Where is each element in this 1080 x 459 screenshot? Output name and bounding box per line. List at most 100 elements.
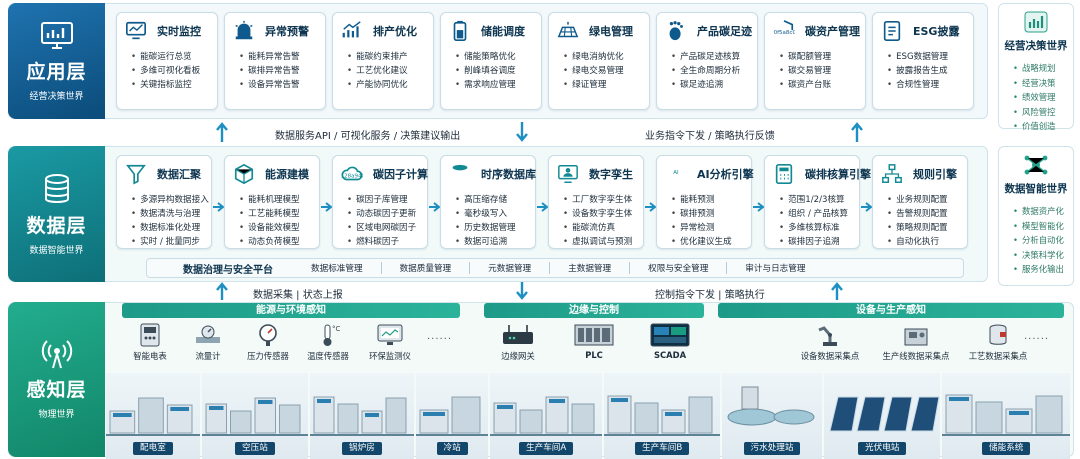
card-item: 区域电网碳因子	[347, 221, 427, 235]
app-side-title: 经营决策世界	[1004, 40, 1068, 52]
plc-icon	[574, 324, 614, 346]
card-list: 能耗预测碳排预测异常检测优化建议生成	[671, 193, 751, 249]
card-item: 碳因子库管理	[347, 193, 427, 207]
app-side-list: 战略规划 经营决策 绩效管理 风险管控 价值创造	[1013, 61, 1073, 134]
card-title: 数据汇聚	[157, 168, 201, 181]
device-label: SCADA	[653, 350, 687, 360]
card-list: ESG数据管理披露报告生成合规性管理	[887, 50, 973, 92]
flow-arrow-icon	[213, 197, 225, 216]
card-item: 工厂数字孪生体	[563, 193, 643, 207]
card-item: 动态负荷模型	[239, 235, 319, 249]
card-item: 碳交易管理	[779, 64, 865, 78]
card-header: 时序数据库	[441, 161, 536, 187]
calculator-icon	[773, 163, 797, 185]
card-list: 范围1/2/3核算组织 / 产品核算多维核算标准碳排因子追溯	[779, 193, 859, 249]
card-list: 工厂数字孪生体设备数字孪生体能碳流仿真虚拟调试与预测	[563, 193, 643, 249]
card-item: 工艺能耗模型	[239, 207, 319, 221]
card-item: 披露报告生成	[887, 64, 973, 78]
card-item: 业务规则配置	[887, 193, 967, 207]
app-card: 排产优化能碳约束排产工艺优化建议产能协同优化	[332, 12, 434, 110]
card-list: 碳因子库管理动态碳因子更新区域电网碳因子燃料碳因子	[347, 193, 427, 249]
data-card: 能源建模能耗机理模型工艺能耗模型设备能效模型动态负荷模型	[224, 155, 320, 249]
app-card: 产品碳足迹产品碳足迹核算全生命周期分析碳足迹追溯	[656, 12, 758, 110]
card-item: 高压缩存储	[455, 193, 535, 207]
plant-building-icon	[824, 396, 940, 445]
device-label: 设备数据采集点	[800, 351, 860, 361]
card-item: 关键指标监控	[131, 78, 217, 92]
scada-device: SCADA	[640, 323, 700, 360]
card-item: 数据清洗与治理	[131, 207, 211, 221]
app-card: 实时监控能碳运行总览多维可视化看板关键指标监控	[116, 12, 218, 110]
bar-chart-icon	[1024, 11, 1048, 33]
card-header: 产品碳足迹	[657, 18, 757, 44]
data-card: 时序数据库高压缩存储毫秒级写入历史数据管理数据可追溯	[440, 155, 536, 249]
card-item: 告警规则配置	[887, 207, 967, 221]
card-item: 设备异常告警	[239, 78, 325, 92]
plant-label: 储能系统	[982, 442, 1031, 455]
process-data-point: 工艺数据采集点	[962, 323, 1034, 362]
data-card: AIAI分析引擎能耗预测碳排预测异常检测优化建议生成	[656, 155, 754, 249]
upward-arrow	[216, 122, 228, 142]
more-indicator: ······	[1024, 334, 1050, 345]
plant-building-icon	[490, 396, 602, 445]
svg-text:#0f5a8cO₂: #0f5a8cO₂	[773, 30, 795, 36]
svg-text:°C: °C	[332, 325, 340, 333]
card-item: 实时 / 批量同步	[131, 235, 211, 249]
footprint-icon	[665, 20, 689, 42]
tank-icon	[989, 324, 1007, 345]
data-side-title: 数据智能世界	[1004, 183, 1068, 195]
plc-device: PLC	[564, 323, 624, 360]
governance-item: 数据质量管理	[380, 262, 470, 274]
plant-building-icon	[722, 386, 822, 445]
trend-up-icon	[341, 20, 365, 42]
card-item: 能耗机理模型	[239, 193, 319, 207]
plant-zone	[310, 373, 414, 459]
card-item: ESG数据管理	[887, 50, 973, 64]
pressure-sensor-device: 压力传感器	[240, 323, 296, 362]
device-label: 智能电表	[133, 351, 167, 361]
app-layer-title: 应用层	[26, 60, 87, 83]
card-header: 绿电管理	[549, 18, 649, 44]
card-title: ESG披露	[913, 25, 960, 38]
card-item: 合规性管理	[887, 78, 973, 92]
card-item: 削峰填谷调度	[455, 64, 541, 78]
card-title: 能源建模	[265, 168, 309, 181]
sense-layer-title: 感知层	[26, 379, 87, 401]
database-icon	[44, 173, 69, 203]
smart-meter-device: 智能电表	[122, 323, 178, 362]
app-side-item: 价值创造	[1013, 119, 1073, 134]
card-header: 异常预警	[225, 18, 325, 44]
card-title: 碳资产管理	[805, 25, 860, 38]
app-side-item: 风险管控	[1013, 105, 1073, 120]
carbon-shield-icon: #0f5a8cO₂	[769, 20, 799, 42]
svg-text:#128a94O₂: #128a94O₂	[341, 174, 363, 180]
data-side-item: 服务化输出	[1013, 262, 1073, 277]
app-layer-subtitle: 经营决策世界	[29, 91, 84, 102]
card-item: 数据标准化处理	[131, 221, 211, 235]
card-title: 数字孪生	[589, 168, 633, 181]
card-item: 能碳流仿真	[563, 221, 643, 235]
card-header: #0f5a8cO₂ 碳资产管理	[765, 18, 865, 44]
app-layer-label: 应用层 经营决策世界	[8, 3, 105, 119]
card-item: 碳排异常告警	[239, 64, 325, 78]
card-item: 产品碳足迹核算	[671, 50, 757, 64]
signal-tower-icon	[41, 340, 72, 369]
smart-meter-icon	[140, 323, 160, 347]
scada-screen-icon	[650, 323, 690, 347]
card-list: 能耗机理模型工艺能耗模型设备能效模型动态负荷模型	[239, 193, 319, 249]
governance-item: 权限与安全管理	[629, 262, 726, 274]
card-item: 绿证管理	[563, 78, 649, 92]
plant-label: 污水处理站	[743, 442, 801, 455]
lower-up-flow-text: 数据采集 | 状态上报	[253, 290, 343, 301]
plant-label: 锅炉房	[342, 442, 382, 455]
data-side-item: 决策科学化	[1013, 248, 1073, 263]
device-label: 流量计	[195, 351, 221, 361]
governance-title: 数据治理与安全平台	[183, 264, 273, 276]
equipment-data-point: 设备数据采集点	[792, 323, 868, 362]
app-side-item: 经营决策	[1013, 76, 1073, 91]
sense-layer-label: 感知层 物理世界	[8, 302, 105, 457]
card-item: 历史数据管理	[455, 221, 535, 235]
data-layer-subtitle: 数据智能世界	[29, 245, 84, 256]
alarm-light-icon	[233, 20, 257, 42]
